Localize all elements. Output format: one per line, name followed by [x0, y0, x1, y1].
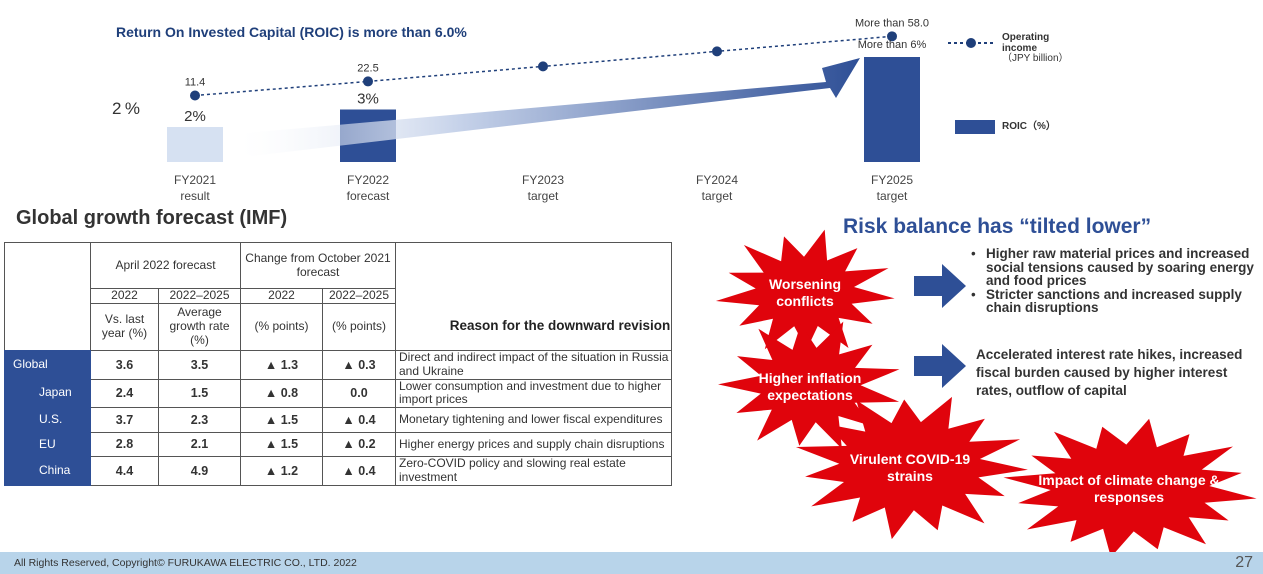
risk-bullet: Higher raw material prices and increased… [968, 247, 1260, 288]
risk-bullet-list: Higher raw material prices and increased… [968, 247, 1260, 315]
operating-income-legend-label: Operating income （JPY billion） [1002, 32, 1069, 64]
operating-income-point [363, 76, 373, 87]
region-china: China [28, 456, 91, 486]
category-sublabel: target [528, 189, 559, 203]
category-sublabel: forecast [347, 189, 390, 203]
roic-legend-swatch [955, 120, 995, 134]
subheader-average-growth: Average growth rate (%) [158, 303, 241, 351]
trend-arrow [240, 58, 860, 156]
table-row: Global 3.6 3.5 ▲ 1.3 ▲ 0.3 Direct and in… [4, 350, 672, 380]
subheader-vs-last-year: Vs. last year (%) [90, 303, 159, 351]
operating-income-label: 22.5 [357, 62, 378, 74]
cell-reason: Higher energy prices and supply chain di… [395, 431, 672, 458]
cell-v2025: 3.5 [158, 350, 241, 380]
risk-graphics [715, 229, 1257, 552]
operating-income-point [712, 46, 722, 57]
arrow-right-icon [914, 344, 966, 388]
cell-c2022: ▲ 0.8 [240, 378, 323, 409]
category-sublabel: target [877, 189, 908, 203]
starburst-climate [1003, 418, 1257, 552]
roic-bar-label: More than 6% [858, 39, 927, 51]
cell-v2025: 2.1 [158, 431, 241, 458]
cell-c2025: ▲ 0.4 [322, 456, 396, 486]
region-japan: Japan [28, 378, 91, 409]
operating-income-label: More than 58.0 [855, 17, 929, 29]
cell-v2022: 3.6 [90, 350, 159, 380]
roic-bar-label: 3% [357, 91, 379, 108]
starburst-conflicts [715, 229, 895, 350]
cell-reason: Lower consumption and investment due to … [395, 378, 672, 409]
burst-label-inflation: Higher inflation expectations [758, 370, 862, 403]
burst-label-covid: Virulent COVID-19 strains [849, 451, 971, 484]
cell-v2025: 4.9 [158, 456, 241, 486]
roic-title: Return On Invested Capital (ROIC) is mor… [116, 24, 467, 40]
header-2022-a: 2022 [90, 288, 159, 304]
risk-title: Risk balance has “tilted lower” [843, 215, 1152, 238]
cell-v2022: 4.4 [90, 456, 159, 486]
table-row: China 4.4 4.9 ▲ 1.2 ▲ 0.4 Zero-COVID pol… [4, 456, 672, 486]
operating-income-point [190, 90, 200, 101]
reason-column-spacer [395, 242, 672, 351]
burst-label-conflicts: Worsening conflicts [768, 276, 842, 309]
category-label: FY2023 [522, 173, 564, 187]
category-label: FY2025 [871, 173, 913, 187]
operating-income-legend-swatch [948, 38, 994, 48]
burst-label-climate: Impact of climate change & responses [1038, 472, 1220, 505]
risk-interest-text: Accelerated interest rate hikes, increas… [976, 347, 1243, 399]
subheader-points-a: (% points) [240, 303, 323, 351]
region-eu: EU [28, 431, 91, 458]
category-label: FY2024 [696, 173, 738, 187]
risk-bullet: Stricter sanctions and increased supply … [968, 287, 1260, 315]
table-header-row: April 2022 forecast Change from October … [4, 242, 672, 351]
cell-v2022: 3.7 [90, 407, 159, 433]
arrow-right-icon [914, 264, 966, 308]
cell-v2025: 1.5 [158, 378, 241, 409]
header-change-october: Change from October 2021 forecast [240, 242, 396, 289]
region-indent-bar [4, 378, 29, 409]
table-row: EU 2.8 2.1 ▲ 1.5 ▲ 0.2 Higher energy pri… [4, 431, 672, 458]
footer: All Rights Reserved, Copyright© FURUKAWA… [0, 552, 1263, 574]
region-global: Global [4, 350, 91, 380]
cell-c2025: ▲ 0.2 [322, 431, 396, 458]
category-label: FY2021 [174, 173, 216, 187]
left-axis-percent: 2 % [112, 99, 140, 118]
cell-reason: Monetary tightening and lower fiscal exp… [395, 407, 672, 433]
operating-income-point [538, 61, 548, 72]
starburst-covid [795, 396, 1028, 540]
starburst-inflation [718, 321, 900, 449]
operating-income-point [887, 31, 897, 42]
roic-bar [864, 57, 920, 162]
table-corner-cell [4, 242, 91, 351]
imf-forecast-table: April 2022 forecast Change from October … [4, 242, 672, 486]
category-sublabel: target [702, 189, 733, 203]
operating-income-label: 11.4 [185, 77, 206, 89]
region-indent-bar [4, 407, 29, 433]
cell-c2025: ▲ 0.3 [322, 350, 396, 380]
roic-bar [167, 127, 223, 162]
subheader-points-b: (% points) [322, 303, 396, 351]
category-label: FY2022 [347, 173, 389, 187]
roic-bar-label: 2% [184, 108, 206, 125]
imf-title: Global growth forecast (IMF) [16, 207, 288, 229]
table-row: Japan 2.4 1.5 ▲ 0.8 0.0 Lower consumptio… [4, 378, 672, 409]
category-sublabel: result [180, 189, 210, 203]
cell-reason: Direct and indirect impact of the situat… [395, 350, 672, 380]
roic-legend-label: ROIC（%） [1002, 121, 1056, 132]
reason-column-header: Reason for the downward revision [449, 318, 671, 333]
cell-reason: Zero-COVID policy and slowing real estat… [395, 456, 672, 486]
roic-chart: FY2021 result FY2022 forecast FY2023 target FY… [167, 17, 929, 203]
region-indent-bar [4, 431, 29, 458]
table-row: U.S. 3.7 2.3 ▲ 1.5 ▲ 0.4 Monetary tighte… [4, 407, 672, 433]
cell-c2025: 0.0 [322, 378, 396, 409]
header-2022-2025-b: 2022–2025 [322, 288, 396, 304]
region-us: U.S. [28, 407, 91, 433]
copyright: All Rights Reserved, Copyright© FURUKAWA… [14, 557, 357, 569]
page-number: 27 [1235, 554, 1253, 571]
table-subheader-row: Vs. last year (%) Average growth rate (%… [5, 303, 672, 351]
cell-c2025: ▲ 0.4 [322, 407, 396, 433]
cell-v2022: 2.4 [90, 378, 159, 409]
